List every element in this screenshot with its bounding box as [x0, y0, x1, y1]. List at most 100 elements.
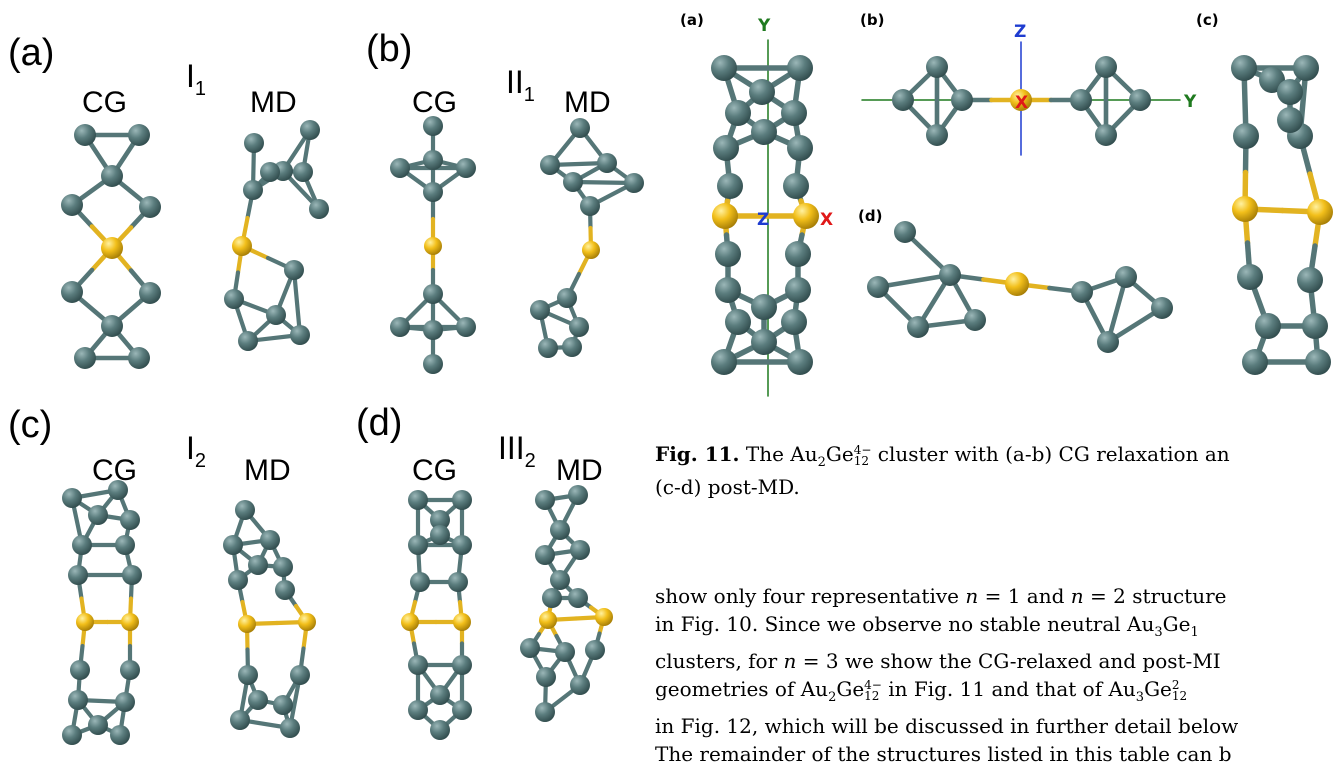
ge-atom: [624, 173, 644, 193]
panel-c-cg-label: CG: [92, 454, 137, 487]
ge-atom: [535, 545, 555, 565]
ge-atom: [115, 535, 135, 555]
ge-atom: [70, 660, 90, 680]
ge-atom: [713, 135, 739, 161]
ge-atom: [452, 490, 472, 510]
ge-atom: [907, 316, 929, 338]
ge-atom: [408, 655, 428, 675]
ge-atom: [72, 535, 92, 555]
ge-atom: [1097, 331, 1119, 353]
ge-atom: [390, 158, 410, 178]
ge-atom: [260, 162, 280, 182]
ge-atom: [1237, 264, 1263, 290]
ge-atom: [423, 320, 443, 340]
panel-d-cg-structure: [401, 490, 472, 740]
body-text: show only four representative n = 1 and …: [655, 582, 1334, 768]
ge-atom: [61, 281, 83, 303]
panel-d-tag: (d): [356, 402, 403, 444]
ge-atom: [120, 510, 140, 530]
ge-atom: [74, 347, 96, 369]
ge-atom: [243, 180, 263, 200]
ge-atom: [1277, 107, 1303, 133]
ge-atom: [892, 89, 914, 111]
ge-atom: [223, 535, 243, 555]
au-atom: [1010, 89, 1032, 111]
panel-a-md-structure: [224, 120, 329, 351]
ge-atom: [787, 349, 813, 375]
ge-atom: [781, 100, 807, 126]
panel-b-md-label: MD: [564, 86, 611, 119]
au-atom: [582, 241, 600, 259]
ge-atom: [715, 241, 741, 267]
ge-atom: [781, 309, 807, 335]
ge-atom: [410, 572, 430, 592]
ge-atom: [273, 695, 293, 715]
ge-atom: [452, 535, 472, 555]
ge-atom: [1277, 79, 1303, 105]
ge-atom: [68, 690, 88, 710]
au-atom: [793, 203, 819, 229]
ge-atom: [894, 221, 916, 243]
fig11-panel-a-tag: (a): [680, 11, 704, 29]
panel-d-md-label: MD: [556, 454, 603, 487]
ge-atom: [101, 165, 123, 187]
ge-atom: [115, 692, 135, 712]
ge-atom: [783, 173, 809, 199]
au-atom: [121, 613, 139, 631]
ge-atom: [248, 555, 268, 575]
ge-atom: [430, 720, 450, 740]
ge-atom: [1255, 313, 1281, 339]
ge-atom: [423, 182, 443, 202]
fig11-d-structure: [867, 221, 1173, 353]
ge-atom: [101, 315, 123, 337]
caption-label: Fig. 11.: [655, 442, 740, 466]
ge-atom: [563, 172, 583, 192]
panel-d-md-structure: [520, 485, 613, 722]
au-atom: [232, 236, 252, 256]
ge-atom: [238, 665, 258, 685]
ge-atom: [530, 300, 550, 320]
fig11-panel-c-tag: (c): [1196, 11, 1219, 29]
ge-atom: [290, 665, 310, 685]
ge-atom: [540, 155, 560, 175]
ge-atom: [1233, 123, 1259, 149]
ge-atom: [128, 124, 150, 146]
ge-atom: [260, 530, 280, 550]
ge-atom: [542, 588, 562, 608]
ge-atom: [266, 305, 286, 325]
panel-a-tag: (a): [8, 32, 55, 74]
ge-atom: [569, 317, 589, 337]
ge-atom: [88, 715, 108, 735]
au-atom: [76, 613, 94, 631]
ge-atom: [280, 718, 300, 738]
ge-atom: [751, 294, 777, 320]
au-atom: [401, 613, 419, 631]
au-atom: [453, 613, 471, 631]
ge-atom: [408, 535, 428, 555]
ge-atom: [452, 655, 472, 675]
ge-atom: [538, 338, 558, 358]
ge-atom: [68, 565, 88, 585]
ge-atom: [568, 588, 588, 608]
ge-atom: [787, 135, 813, 161]
ge-atom: [1071, 281, 1093, 303]
ge-atom: [867, 276, 889, 298]
ge-atom: [423, 284, 443, 304]
panel-b-md-structure: [530, 118, 644, 358]
ge-atom: [1151, 297, 1173, 319]
ge-atom: [557, 288, 577, 308]
ge-atom: [951, 89, 973, 111]
panel-a-md-label: MD: [250, 86, 297, 119]
ge-atom: [61, 194, 83, 216]
ge-atom: [423, 116, 443, 136]
ge-atom: [570, 118, 590, 138]
au-atom: [595, 608, 613, 626]
ge-atom: [230, 710, 250, 730]
ge-atom: [562, 337, 582, 357]
panel-c-md-label: MD: [244, 454, 291, 487]
au-atom: [424, 237, 442, 255]
ge-atom: [120, 660, 140, 680]
ge-atom: [1302, 313, 1328, 339]
